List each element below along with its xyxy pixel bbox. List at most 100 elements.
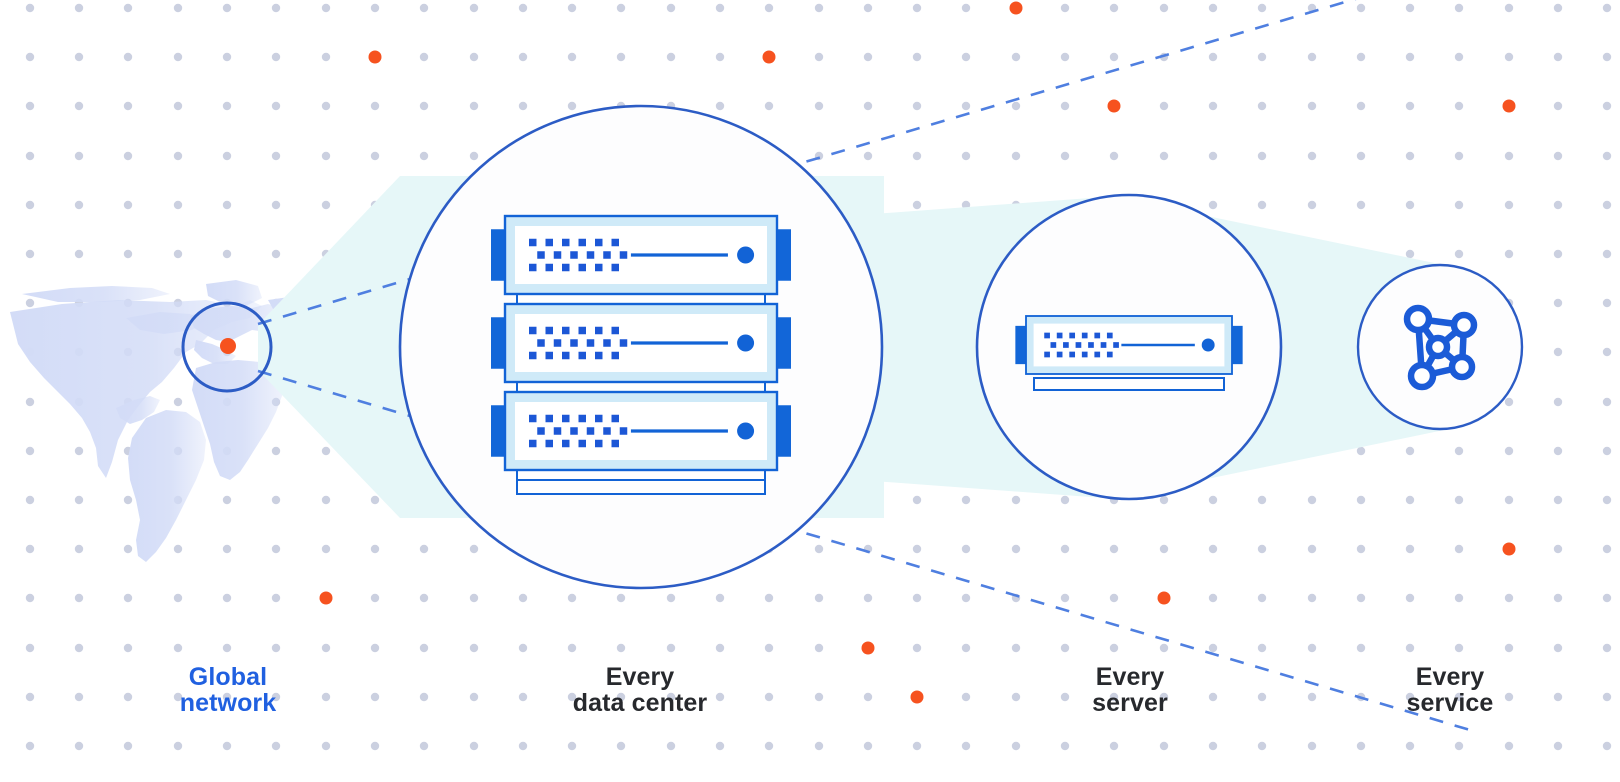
grid-dot: [469, 544, 479, 554]
server-vent-square: [570, 427, 578, 435]
server-side-tab-left: [1015, 325, 1028, 365]
grid-dot: [1307, 544, 1317, 554]
grid-dot: [1553, 495, 1563, 505]
grid-dot: [1159, 3, 1169, 13]
server-vent-square: [562, 238, 570, 247]
grid-dot: [419, 3, 429, 13]
grid-dot: [715, 692, 725, 702]
grid-dot: [961, 151, 971, 161]
grid-dot: [1504, 446, 1514, 456]
grid-dot: [419, 741, 429, 751]
grid-dot: [912, 101, 922, 111]
server-vent-square: [611, 414, 619, 423]
grid-dot: [1454, 495, 1464, 505]
grid-dot: [370, 741, 380, 751]
map-location-pin-icon: [220, 338, 236, 354]
server-vent-square: [595, 351, 603, 360]
grid-dot: [25, 643, 35, 653]
grid-dot: [1602, 347, 1612, 357]
accent-dot: [1107, 99, 1121, 113]
grid-dot: [814, 741, 824, 751]
grid-dot: [123, 200, 133, 210]
rack-base: [516, 479, 766, 495]
grid-dot: [123, 151, 133, 161]
accent-dot: [910, 690, 924, 704]
server-vent-square: [1069, 332, 1076, 339]
grid-dot: [1159, 101, 1169, 111]
grid-dot: [1011, 741, 1021, 751]
grid-dot: [814, 3, 824, 13]
grid-dot: [1060, 643, 1070, 653]
grid-dot: [715, 3, 725, 13]
server-vent-square: [529, 263, 537, 272]
grid-dot: [1011, 151, 1021, 161]
grid-dot: [1553, 249, 1563, 259]
grid-dot: [25, 692, 35, 702]
grid-dot: [173, 397, 183, 407]
accent-dot: [1502, 542, 1516, 556]
grid-dot: [1602, 101, 1612, 111]
grid-dot: [1454, 101, 1464, 111]
grid-dot: [666, 692, 676, 702]
grid-dot: [74, 249, 84, 259]
grid-dot: [567, 3, 577, 13]
server-vent-square: [553, 339, 562, 347]
grid-dot: [1602, 3, 1612, 13]
grid-dot: [321, 52, 331, 62]
grid-dot: [1454, 249, 1464, 259]
grid-dot: [1257, 741, 1267, 751]
grid-dot: [567, 741, 577, 751]
server-vent-square: [1094, 332, 1101, 339]
grid-dot: [173, 593, 183, 603]
server-vent-square: [1069, 351, 1076, 358]
grid-dot: [1454, 741, 1464, 751]
grid-dot: [961, 593, 971, 603]
grid-dot: [419, 544, 429, 554]
grid-dot: [1454, 200, 1464, 210]
grid-dot: [1553, 643, 1563, 653]
grid-dot: [814, 692, 824, 702]
grid-dot: [469, 692, 479, 702]
server-vent-square: [603, 251, 611, 259]
grid-dot: [961, 52, 971, 62]
grid-dot: [222, 544, 232, 554]
grid-dot: [912, 544, 922, 554]
grid-dot: [1504, 593, 1514, 603]
grid-dot: [222, 3, 232, 13]
rack-server-unit-1: [491, 214, 791, 296]
grid-dot: [1454, 446, 1464, 456]
grid-dot: [1011, 495, 1021, 505]
server-vent-square: [553, 251, 562, 259]
grid-dot: [961, 692, 971, 702]
accent-dot: [1157, 591, 1171, 605]
grid-dot: [1356, 741, 1366, 751]
grid-dot: [74, 643, 84, 653]
grid-dot: [1602, 446, 1612, 456]
grid-dot: [1011, 643, 1021, 653]
grid-dot: [1553, 544, 1563, 554]
grid-dot: [567, 52, 577, 62]
grid-dot: [912, 52, 922, 62]
node-graph-node: [1450, 311, 1478, 339]
rack-server-unit-2: [491, 302, 791, 384]
grid-dot: [123, 593, 133, 603]
grid-dot: [616, 741, 626, 751]
grid-dot: [1454, 3, 1464, 13]
grid-dot: [173, 151, 183, 161]
grid-dot: [1405, 101, 1415, 111]
grid-dot: [616, 643, 626, 653]
server-vent-square: [619, 251, 628, 259]
server-vent-square: [603, 427, 611, 435]
grid-dot: [1109, 643, 1119, 653]
grid-dot: [1504, 495, 1514, 505]
server-vent-square: [1088, 342, 1094, 348]
grid-dot: [567, 692, 577, 702]
grid-dot: [961, 643, 971, 653]
server-vent-square: [562, 351, 570, 360]
grid-dot: [173, 52, 183, 62]
server-vent-square: [619, 339, 628, 347]
grid-dot: [912, 3, 922, 13]
grid-dot: [25, 200, 35, 210]
grid-dot: [25, 446, 35, 456]
grid-dot: [1553, 151, 1563, 161]
